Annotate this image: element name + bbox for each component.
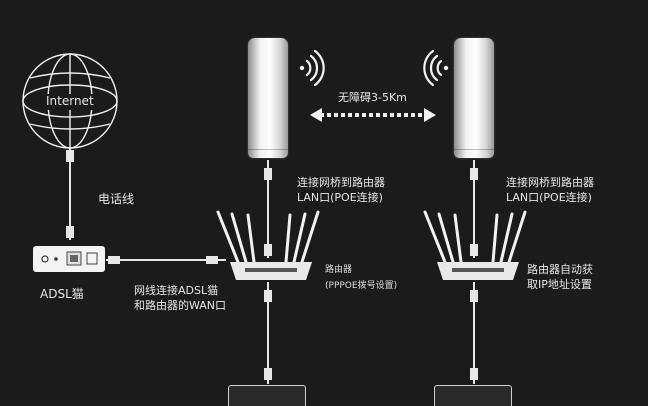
left-poe-cable xyxy=(264,160,272,384)
right-router-label-line2: 取IP地址设置 xyxy=(527,278,592,291)
left-ap-label-line1: 连接网桥到路由器 xyxy=(297,176,385,189)
modem-label: ADSL猫 xyxy=(40,287,84,301)
left-router-label-line2: (PPPOE拨号设置) xyxy=(325,281,398,291)
wifi-signal-icon xyxy=(299,49,325,87)
wan-cable xyxy=(106,256,226,264)
access-point-icon xyxy=(248,38,288,158)
computer-icon xyxy=(434,385,512,406)
internet-label: Internet xyxy=(46,94,94,108)
wifi-signal-icon xyxy=(423,49,449,87)
right-ap-label-line2: LAN口(POE连接) xyxy=(506,191,592,204)
distance-label: 无障碍3-5Km xyxy=(338,91,407,104)
left-router-label-line1: 路由器 xyxy=(325,265,353,275)
router-icon xyxy=(216,210,320,264)
double-arrow-icon xyxy=(310,108,436,122)
right-router-label-line1: 路由器自动获 xyxy=(527,263,593,276)
cable-note-line2: 和路由器的WAN口 xyxy=(134,299,227,312)
phone-line-label: 电话线 xyxy=(98,192,135,206)
right-poe-cable xyxy=(470,160,478,384)
access-point-icon xyxy=(454,38,494,158)
cable-note-line1: 网线连接ADSL猫 xyxy=(134,284,219,297)
left-ap-label-line2: LAN口(POE连接) xyxy=(297,191,383,204)
computer-icon xyxy=(228,385,306,406)
modem-icon xyxy=(33,246,105,272)
router-icon xyxy=(423,210,527,264)
phone-line-cable xyxy=(66,148,74,240)
right-ap-label-line1: 连接网桥到路由器 xyxy=(506,176,594,189)
